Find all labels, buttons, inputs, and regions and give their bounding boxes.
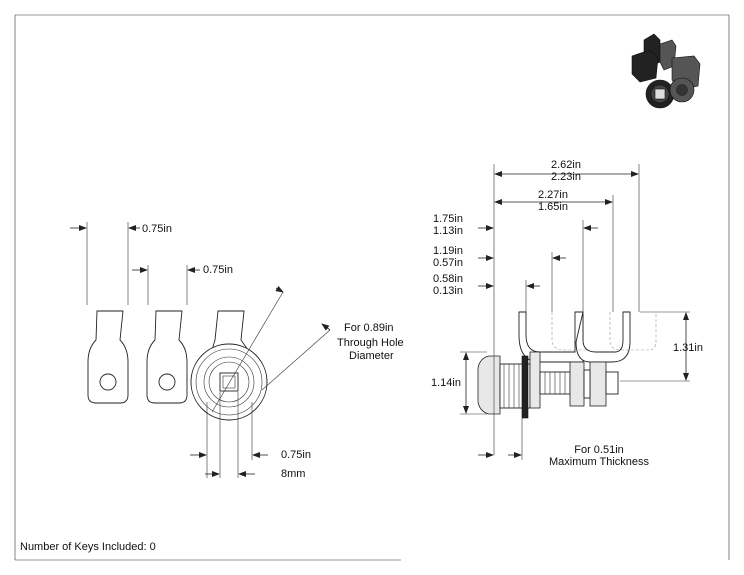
svg-text:Diameter: Diameter <box>349 350 394 362</box>
sheet-border <box>14 14 730 561</box>
dim-cam-offset-b: 1.75in 1.13in <box>433 213 598 237</box>
hole-note: For 0.89in Through Hole Diameter <box>337 322 404 362</box>
dim-body-width-label: 0.75in <box>281 449 311 461</box>
svg-text:For 0.89in: For 0.89in <box>344 322 394 334</box>
keys-included-note: Number of Keys Included: 0 <box>20 541 156 553</box>
dim-square-drive-label: 8mm <box>281 468 305 480</box>
side-view: 2.62in 2.23in 2.27in 1.65in 1.75in 1.13i… <box>431 159 703 468</box>
product-thumbnail <box>631 33 701 109</box>
svg-text:2.27in: 2.27in <box>538 189 568 201</box>
hex-nut-1 <box>569 361 585 407</box>
svg-text:Maximum Thickness: Maximum Thickness <box>549 456 650 468</box>
svg-text:0.13in: 0.13in <box>433 285 463 297</box>
dim-cam-width-2: 0.75in <box>132 264 233 305</box>
cam-screw-tip <box>605 371 619 395</box>
svg-text:For 0.51in: For 0.51in <box>574 444 624 456</box>
dim-face-diameter: 1.14in <box>431 351 487 415</box>
lock-face <box>190 343 268 421</box>
dim-cam-offset-d: 0.58in 0.13in <box>433 273 540 297</box>
cam-position-2 <box>146 310 188 404</box>
svg-text:Through Hole: Through Hole <box>337 337 404 349</box>
dim-overall-length: 2.62in 2.23in <box>494 159 639 183</box>
dim-cam-width-1: 0.75in <box>70 222 172 305</box>
dim-square-drive: 8mm <box>205 392 305 480</box>
cam-hidden-positions <box>551 312 657 351</box>
svg-text:1.13in: 1.13in <box>433 225 463 237</box>
svg-text:0.58in: 0.58in <box>433 273 463 285</box>
dim-cam-width-2-label: 0.75in <box>203 264 233 276</box>
hole-leader <box>211 285 331 413</box>
dim-cam-width-1-label: 0.75in <box>142 223 172 235</box>
mounting-washer <box>529 351 541 409</box>
dim-body-width: 0.75in <box>190 402 311 478</box>
square-drive <box>219 372 239 392</box>
dim-cam-offset-c: 1.19in 0.57in <box>433 245 566 269</box>
dim-cam-offset-a: 2.27in 1.65in <box>494 189 613 213</box>
svg-text:2.23in: 2.23in <box>551 171 581 183</box>
svg-text:2.62in: 2.62in <box>551 159 581 171</box>
hex-nut-2 <box>589 361 607 407</box>
dim-cam-height: 1.31in <box>620 311 703 382</box>
svg-text:1.14in: 1.14in <box>431 377 461 389</box>
svg-text:1.65in: 1.65in <box>538 201 568 213</box>
svg-text:1.19in: 1.19in <box>433 245 463 257</box>
svg-text:1.75in: 1.75in <box>433 213 463 225</box>
lock-bezel <box>477 355 501 415</box>
dim-max-thickness: For 0.51in Maximum Thickness <box>478 418 650 468</box>
cam-position-1 <box>87 310 129 404</box>
svg-text:1.31in: 1.31in <box>673 342 703 354</box>
cam-side-profile <box>518 311 584 363</box>
front-view: 0.75in 0.75in For 0.89in Through Hole Di… <box>70 222 404 480</box>
svg-text:0.57in: 0.57in <box>433 257 463 269</box>
